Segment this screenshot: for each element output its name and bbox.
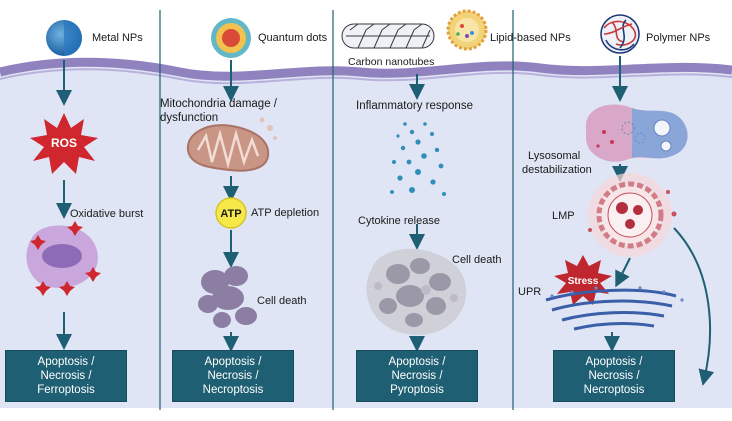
outcome-line: Necroptosis <box>583 384 645 396</box>
outcome-line: Necrosis / <box>207 370 259 382</box>
outcome-line: Pyroptosis <box>390 384 444 396</box>
polymer-np-icon <box>600 14 640 54</box>
step-label-oxidative-burst: Oxidative burst <box>70 208 144 220</box>
step-label-lysosomal-1: Lysosomal <box>528 150 581 162</box>
step-label-cell-death-2: Cell death <box>452 254 502 266</box>
step-label-cell-death: Cell death <box>257 295 307 307</box>
lmp-to-outcome-arrow <box>673 227 715 386</box>
column-title-carbon-nanotubes: Carbon nanotubes <box>348 56 435 68</box>
metal-np-icon <box>46 20 82 56</box>
stress-label: Stress <box>568 276 599 287</box>
outcome-line: Apoptosis / <box>37 356 95 368</box>
step-label-inflammatory: Inflammatory response <box>356 100 473 112</box>
column-title-quantum-dots: Quantum dots <box>258 32 328 44</box>
step-label-mito-1: Mitochondria damage / <box>160 98 277 110</box>
outcome-line: Necroptosis <box>202 384 264 396</box>
outcome-box-carbon-lipid: Apoptosis / Necrosis / Pyroptosis <box>356 350 478 402</box>
cell-death-icon <box>198 266 257 328</box>
cytokine-particles <box>390 122 446 196</box>
carbon-nanotube-icon <box>341 23 435 49</box>
outcome-box-metal-nps: Apoptosis / Necrosis / Ferroptosis <box>5 350 127 402</box>
step-label-mito-2: dysfunction <box>160 112 219 124</box>
ros-burst-icon <box>30 113 98 174</box>
oxidative-cell-icon <box>26 221 101 296</box>
column-title-metal-nps: Metal NPs <box>92 32 143 44</box>
cell-membrane <box>0 57 732 81</box>
outcome-line: Necrosis / <box>588 370 640 382</box>
column-title-lipid-nps: Lipid-based NPs <box>490 32 571 44</box>
atp-badge <box>215 197 247 229</box>
outcome-line: Necrosis / <box>40 370 92 382</box>
outcome-box-polymer-nps: Apoptosis / Necrosis / Necroptosis <box>553 350 675 402</box>
step-label-cytokine: Cytokine release <box>358 215 440 227</box>
mitochondria-icon <box>186 117 277 172</box>
atp-label: ATP <box>220 208 241 220</box>
step-label-lysosomal-2: destabilization <box>522 164 592 176</box>
lmp-organelle-icon <box>588 173 677 257</box>
lipid-np-icon <box>446 9 488 51</box>
stress-burst-icon <box>554 255 612 305</box>
step-label-atp-depletion: ATP depletion <box>251 207 320 219</box>
step-label-upr: UPR <box>518 286 542 298</box>
outcome-line: Apoptosis / <box>585 356 643 368</box>
outcome-line: Necrosis / <box>391 370 443 382</box>
quantum-dot-icon <box>211 18 251 58</box>
lysosome-icon <box>586 104 688 162</box>
column-title-polymer-nps: Polymer NPs <box>646 32 711 44</box>
outcome-box-quantum-dots: Apoptosis / Necrosis / Necroptosis <box>172 350 294 402</box>
cell-debris-icon <box>366 248 467 335</box>
outcome-line: Apoptosis / <box>204 356 262 368</box>
outcome-line: Apoptosis / <box>388 356 446 368</box>
ros-label: ROS <box>51 136 77 150</box>
cytoplasm-region <box>0 62 732 408</box>
step-label-lmp: LMP <box>552 210 575 222</box>
outcome-line: Ferroptosis <box>37 384 95 396</box>
